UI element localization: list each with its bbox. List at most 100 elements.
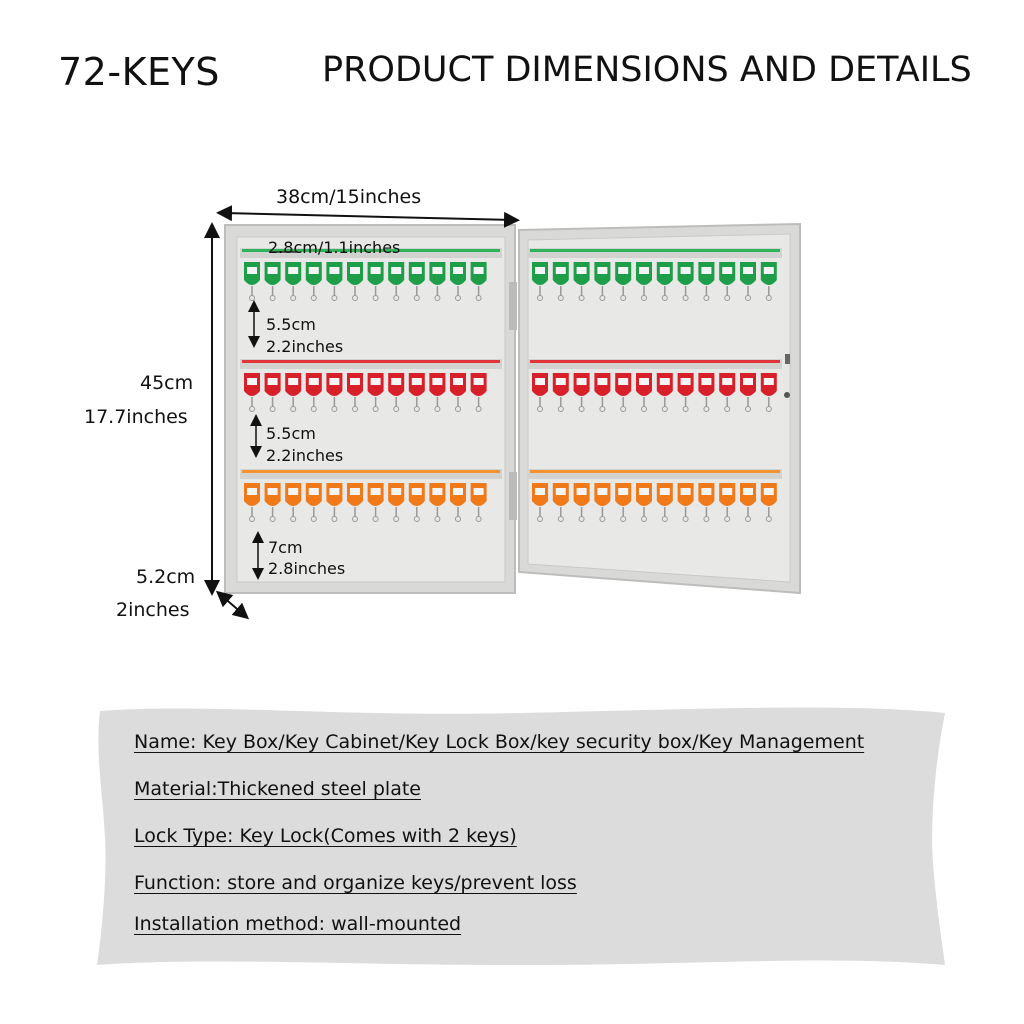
key-tag <box>388 483 405 522</box>
shelf-color-strip <box>242 249 500 252</box>
shelf-color-strip <box>530 360 780 363</box>
key-tag <box>347 483 363 522</box>
key-tag <box>760 373 777 412</box>
key-shelf <box>240 248 502 258</box>
tag-spacing-label: 2.8cm/1.1inches <box>268 238 401 257</box>
key-tag <box>719 483 736 522</box>
key-tag <box>408 483 425 522</box>
key-tag <box>719 262 736 301</box>
key-tag <box>470 262 487 301</box>
row2-gap-cm-label: 5.5cm <box>266 424 316 443</box>
key-tag <box>347 262 363 301</box>
key-tag <box>305 373 322 412</box>
key-tag <box>719 373 736 412</box>
detail-installation: Installation method: wall-mounted <box>134 913 462 935</box>
key-tag <box>636 262 652 301</box>
page-title: PRODUCT DIMENSIONS AND DETAILS <box>322 50 972 90</box>
width-arrow <box>216 205 520 228</box>
key-tag <box>347 373 363 412</box>
key-tag <box>367 373 384 412</box>
key-tag <box>408 373 425 412</box>
key-tag <box>450 373 466 412</box>
shelf-color-strip <box>530 470 780 473</box>
key-tag <box>760 262 777 301</box>
row2-gap-in-label: 2.2inches <box>266 446 344 465</box>
key-tag <box>656 373 673 412</box>
detail-lock-type: Lock Type: Key Lock(Comes with 2 keys) <box>134 825 517 847</box>
key-tag <box>532 373 548 412</box>
key-tag <box>450 262 466 301</box>
key-shelf <box>240 359 502 369</box>
key-tag <box>326 262 343 301</box>
key-tag <box>698 373 715 412</box>
key-tag <box>470 483 487 522</box>
height-cm-label: 45cm <box>140 372 194 394</box>
key-tag <box>408 262 425 301</box>
key-shelf <box>528 359 782 369</box>
hinge-bottom <box>509 472 517 520</box>
key-tag <box>429 262 446 301</box>
key-tag <box>594 373 611 412</box>
key-tag <box>615 262 632 301</box>
key-shelf <box>240 469 502 479</box>
key-tag <box>760 483 777 522</box>
detail-material: Material:Thickened steel plate <box>134 778 421 800</box>
key-tag <box>656 262 673 301</box>
width-label: 38cm/15inches <box>276 186 422 208</box>
key-tag <box>552 373 569 412</box>
key-tag <box>326 483 343 522</box>
shelf-color-strip <box>530 249 780 252</box>
key-tag <box>740 262 756 301</box>
key-shelf <box>528 469 782 479</box>
hinge-top <box>509 282 517 330</box>
detail-name: Name: Key Box/Key Cabinet/Key Lock Box/k… <box>134 731 865 753</box>
row1-gap-cm-label: 5.5cm <box>266 315 316 334</box>
detail-function: Function: store and organize keys/preven… <box>134 872 577 894</box>
key-tag <box>326 373 343 412</box>
key-tag <box>244 373 260 412</box>
key-tag <box>367 483 384 522</box>
key-tag <box>285 373 302 412</box>
key-tag <box>573 373 590 412</box>
key-tag <box>740 373 756 412</box>
key-tag <box>573 483 590 522</box>
key-tag <box>244 262 260 301</box>
key-tag <box>615 373 632 412</box>
depth-cm-label: 5.2cm <box>136 566 196 588</box>
key-tag <box>698 483 715 522</box>
key-tag <box>264 483 281 522</box>
key-tag <box>285 483 302 522</box>
key-tag <box>388 373 405 412</box>
key-tag <box>594 483 611 522</box>
key-tag <box>450 483 466 522</box>
key-tag <box>285 262 302 301</box>
key-shelf <box>528 248 782 258</box>
row1-gap-in-label: 2.2inches <box>266 337 344 356</box>
key-tag <box>698 262 715 301</box>
key-tag <box>740 483 756 522</box>
key-tag <box>429 483 446 522</box>
key-tag <box>305 483 322 522</box>
key-tag <box>532 262 548 301</box>
depth-arrow <box>215 590 250 620</box>
key-cabinet-illustration <box>204 205 801 620</box>
key-tag <box>636 483 652 522</box>
details-panel-background <box>97 707 945 965</box>
row3-gap-in-label: 2.8inches <box>268 559 346 578</box>
height-in-label: 17.7inches <box>84 406 188 428</box>
key-tag <box>305 262 322 301</box>
key-tag <box>470 373 487 412</box>
key-tag <box>677 483 694 522</box>
key-tag <box>573 262 590 301</box>
key-tag <box>388 262 405 301</box>
key-tag <box>264 262 281 301</box>
key-tag <box>615 483 632 522</box>
key-tag <box>367 262 384 301</box>
shelf-color-strip <box>242 360 500 363</box>
key-tag <box>532 483 548 522</box>
shelf-color-strip <box>242 470 500 473</box>
key-tag <box>594 262 611 301</box>
key-tag <box>264 373 281 412</box>
key-tag <box>677 373 694 412</box>
key-tag <box>677 262 694 301</box>
